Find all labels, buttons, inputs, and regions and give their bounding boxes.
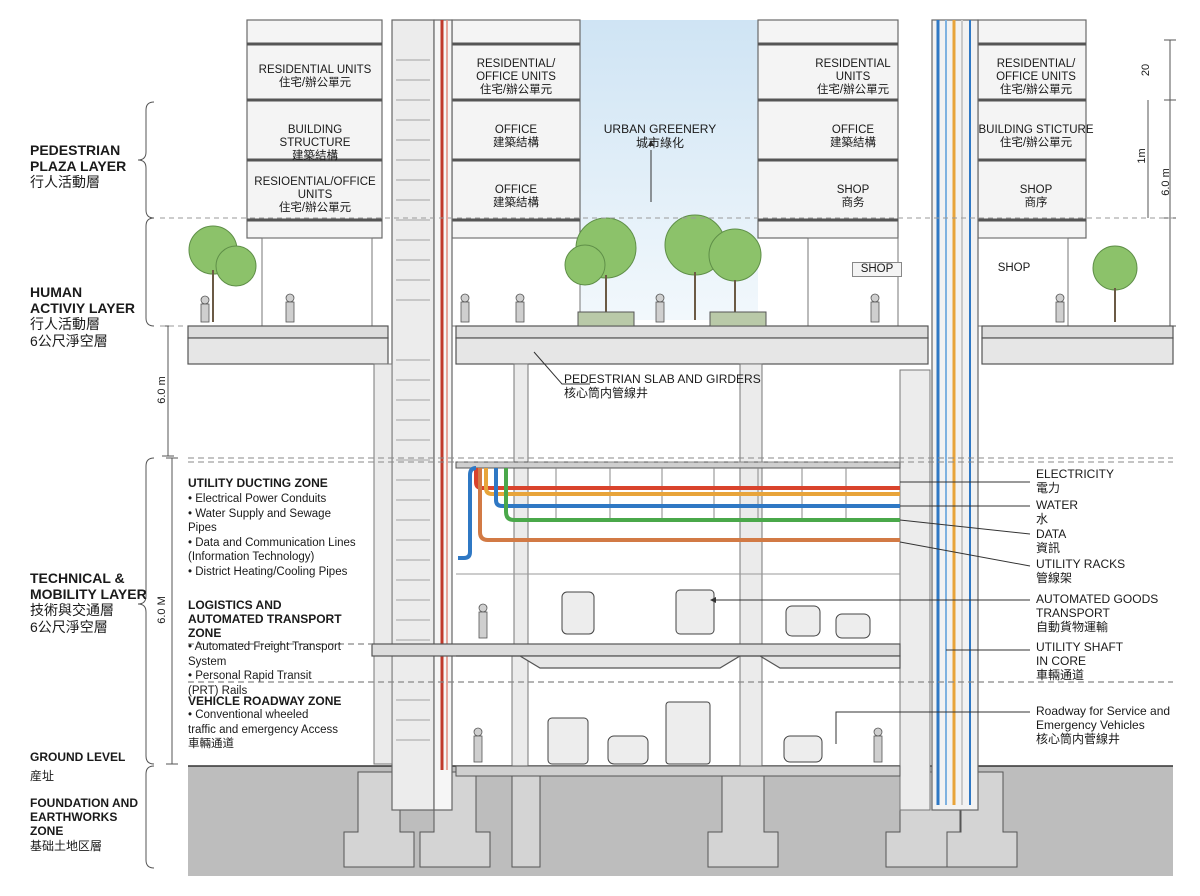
cell-right-inner-3: SHOP 商务 [836, 184, 870, 209]
pipe-data [504, 468, 900, 522]
cell-left-inner-3: OFFICE 建築結構 [493, 184, 539, 209]
dim-6m-low: 6.0 M [156, 596, 168, 624]
zone-title: VEHICLE ROADWAY ZONE [188, 694, 342, 708]
layer-dividers [160, 217, 1173, 327]
pipe-heating [484, 468, 900, 496]
pedestrian-plaza-layer-label: PEDESTRIAN PLAZA LAYER 行人活動層 [30, 142, 126, 191]
utility-shaft-callout: UTILITY SHAFT IN CORE 車輛通道 [1036, 640, 1124, 682]
zone-list: • Conventional wheeled traffic and emerg… [188, 708, 378, 752]
roadway-slab [455, 765, 901, 777]
vehicle-roadway-zone: VEHICLE ROADWAY ZONE • Conventional whee… [188, 694, 378, 752]
utility-ducting-zone: UTILITY DUCTING ZONE • Electrical Power … [188, 476, 378, 579]
ground-mass [188, 766, 1173, 876]
water-callout: WATER 水 [1036, 498, 1078, 526]
cell-left-outer-2: BUILDING STRUCTURE 建築結構 [279, 124, 351, 162]
cell-right-inner-2: OFFICE 建築結構 [830, 124, 876, 149]
cell-left-outer-1: RESIDENTIAL UNITS 住宅/辦公單元 [258, 64, 372, 89]
pedestrian-slab-callout: PEDESTRIAN SLAB AND GIRDERS 核心筒内管線井 [564, 372, 761, 400]
ground-level-label: GROUND LEVEL 産址 [30, 750, 125, 785]
layer-cn: 産址 [30, 769, 55, 783]
zone-list: • Automated Freight Transport System • P… [188, 640, 378, 698]
dim-1m: 1m [1136, 148, 1148, 164]
dim-lines [162, 39, 1176, 765]
utility-racks-callout: UTILITY RACKS 管線架 [1036, 557, 1126, 585]
logistics-deck [188, 643, 1173, 683]
urban-greenery-callout: URBAN GREENERY 城市綠化 [603, 122, 717, 150]
goods-transport-callout: AUTOMATED GOODS TRANSPORT 自動貨物運輸 [1036, 592, 1159, 634]
zone-item: • Electrical Power Conduits [188, 493, 327, 505]
zone-title: LOGISTICS AND AUTOMATED TRANSPORT ZONE [188, 598, 342, 640]
cell-left-inner-2: OFFICE 建築結構 [493, 124, 539, 149]
zone-title: UTILITY DUCTING ZONE [188, 476, 328, 490]
data-callout: DATA 資訊 [1036, 527, 1067, 555]
zone-item: • Personal Rapid Transit (PRT) Rails [188, 670, 312, 697]
zone-item: • Automated Freight Transport System [188, 641, 341, 668]
layer-cn: 基础土地区層 [30, 839, 103, 853]
zone-item: • Water Supply and Sewage Pipes [188, 507, 331, 535]
core-right [931, 19, 979, 811]
pipe-electricity [474, 468, 900, 490]
cell-right-outer-1: RESIDENTIAL/ OFFICE UNITS 住宅/辦公單元 [996, 58, 1076, 96]
layer-title: TECHNICAL & MOBILITY LAYER [30, 570, 147, 602]
cell-right-inner-1: RESIDENTIAL UNITS 住宅/辦公單元 [815, 58, 891, 96]
layer-cn: 行人活動層 [30, 174, 100, 190]
core-left [391, 19, 453, 811]
foundation-layer-label: FOUNDATION AND EARTHWORKS ZONE 基础土地区層 [30, 796, 138, 855]
cell-right-outer-2: BUILDING STICTURE 住宅/辦公單元 [978, 124, 1094, 149]
shop-ground-2: SHOP [997, 262, 1031, 274]
layer-title: HUMAN ACTIVIY LAYER [30, 284, 136, 316]
dim-20: 20 [1140, 63, 1152, 77]
cell-right-outer-3: SHOP 商序 [1019, 184, 1053, 209]
human-activity-layer-label: HUMAN ACTIVIY LAYER 行人活動層 6公尺淨空層 [30, 284, 135, 350]
zone-item: • District Heating/Cooling Pipes [188, 565, 348, 578]
plaza-deck [187, 325, 1174, 365]
zone-item: • Conventional wheeled traffic and emerg… [188, 709, 338, 750]
service-roadway-callout: Roadway for Service and Emergency Vehicl… [1036, 704, 1171, 746]
layer-brackets [137, 101, 155, 869]
layer-cn: 行人活動層 6公尺淨空層 [30, 316, 108, 349]
zone-list: • Electrical Power Conduits • Water Supp… [188, 492, 378, 579]
towers [246, 19, 1087, 239]
dim-6m-top: 6.0 m [1160, 168, 1172, 196]
floor-slabs [247, 42, 1086, 222]
layer-title: PEDESTRIAN PLAZA LAYER [30, 142, 127, 174]
vehicles [547, 589, 871, 765]
cell-left-outer-3: RESIOENTIAL/OFFICE UNITS 住宅/辦公單元 [254, 176, 376, 214]
cell-left-inner-1: RESIDENTIAL/ OFFICE UNITS 住宅/辦公單元 [476, 58, 556, 96]
technical-mobility-layer-label: TECHNICAL & MOBILITY LAYER 技術與交通層 6公尺淨空層 [30, 570, 147, 636]
layer-title: FOUNDATION AND EARTHWORKS ZONE [30, 796, 138, 838]
logistics-zone: LOGISTICS AND AUTOMATED TRANSPORT ZONE •… [188, 598, 378, 698]
pedestrians [200, 293, 1065, 763]
ducting-frame [188, 457, 1173, 469]
dim-6m-mid: 6.0 m [156, 376, 168, 404]
electricity-callout: ELECTRICITY 電力 [1036, 467, 1115, 495]
stair [396, 59, 430, 741]
zone-item: • Data and Communication Lines (Informat… [188, 536, 356, 564]
layer-title: GROUND LEVEL [30, 750, 126, 764]
pipe-water [458, 466, 900, 560]
layer-cn: 技術與交通層 6公尺淨空層 [30, 602, 114, 635]
pipe-lower [478, 468, 900, 542]
shop-ground-1: SHOP [852, 262, 902, 277]
leader-lines [533, 150, 1031, 744]
